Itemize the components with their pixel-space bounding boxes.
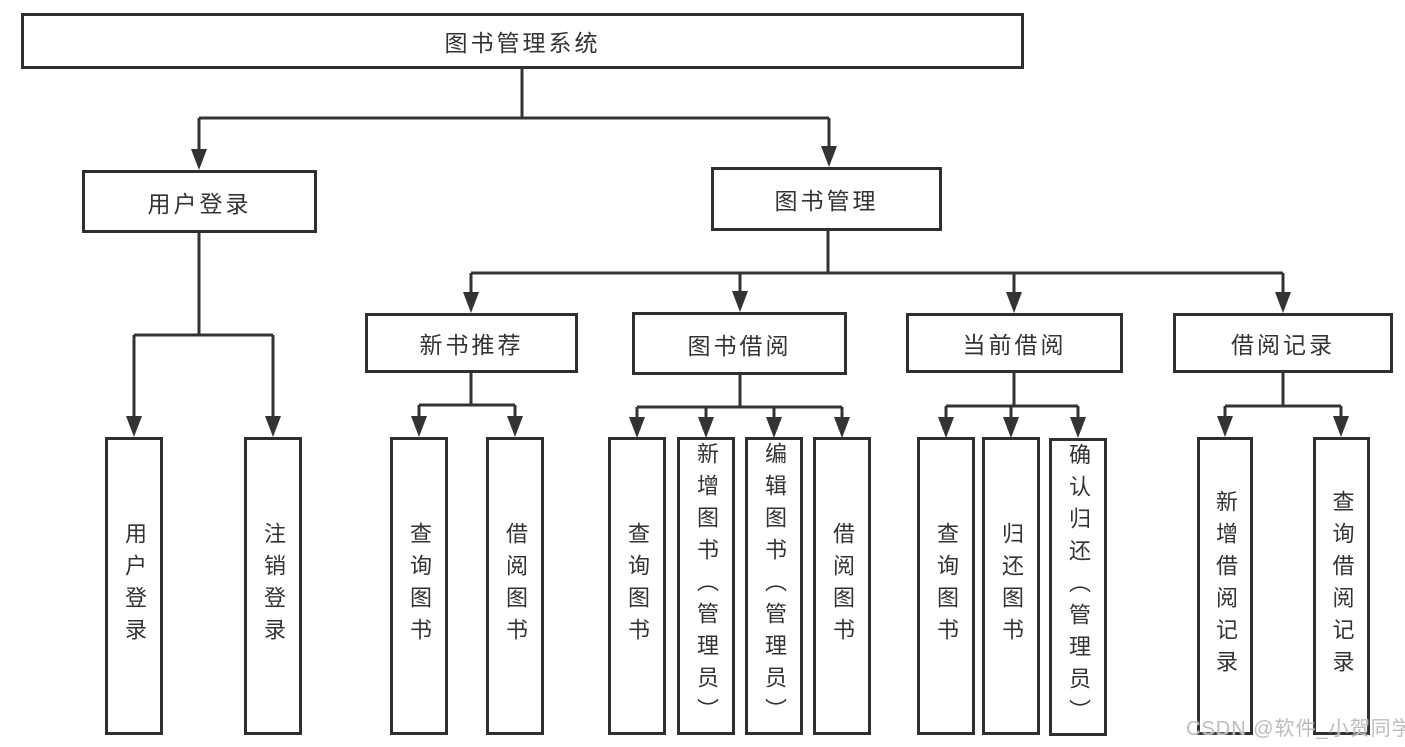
node-label: 用户登录	[147, 190, 252, 217]
node-borrow-records: 借阅记录	[1173, 313, 1393, 373]
arrowhead-cb-query	[938, 417, 954, 438]
arrowhead-book-mgmt	[821, 146, 837, 167]
leaf-user-login: 用户登录	[105, 437, 163, 735]
leaf-confirm-return-admin: 确认归还（管理员）	[1049, 438, 1107, 736]
node-label: 借阅图书	[830, 522, 855, 650]
leaf-query-book: 查询图书	[608, 437, 666, 735]
node-root-system: 图书管理系统	[21, 13, 1024, 69]
arrowhead-bb-borrow	[834, 417, 850, 438]
leaf-borrow-book: 借阅图书	[813, 437, 871, 735]
arrowhead-bb-edit	[766, 417, 782, 438]
arrowhead-new-book	[463, 292, 479, 313]
node-book-borrow: 图书借阅	[632, 312, 847, 375]
leaf-logout: 注销登录	[244, 437, 302, 735]
arrowhead-user-login	[191, 149, 207, 170]
arrowhead-current-borrow	[1006, 292, 1022, 313]
node-label: 确认归还（管理员）	[1066, 443, 1091, 731]
node-label: 新书推荐	[419, 332, 524, 358]
arrowhead-leaf-user-login	[126, 416, 142, 437]
arrowhead-cb-confirm	[1070, 417, 1086, 438]
arrowhead-cb-return	[1003, 417, 1019, 438]
leaf-query-book: 查询图书	[917, 437, 975, 735]
node-book-management: 图书管理	[711, 167, 942, 231]
arrowhead-borrow-record	[1275, 292, 1291, 313]
node-new-book-recommend: 新书推荐	[365, 313, 578, 373]
watermark: CSDN @软件_小贺同学	[1186, 718, 1405, 740]
leaf-return-book: 归还图书	[982, 437, 1040, 735]
arrowhead-bb-query	[629, 417, 645, 438]
arrowhead-bb-add	[698, 417, 714, 438]
leaf-query-borrow-record: 查询借阅记录	[1313, 437, 1370, 735]
leaf-borrow-book: 借阅图书	[486, 437, 544, 735]
arrowhead-nb-query	[411, 416, 427, 437]
leaf-edit-book-admin: 编辑图书（管理员）	[745, 437, 803, 735]
node-label: 图书管理系统	[444, 30, 601, 56]
leaf-add-borrow-record: 新增借阅记录	[1197, 437, 1253, 735]
arrowhead-leaf-logout	[265, 416, 281, 437]
arrowhead-nb-borrow	[507, 416, 523, 437]
node-label: 新增借阅记录	[1213, 490, 1238, 682]
node-label: 图书借阅	[687, 332, 792, 359]
node-label: 查询图书	[934, 522, 959, 650]
node-label: 注销登录	[261, 522, 286, 650]
leaf-add-book-admin: 新增图书（管理员）	[677, 437, 735, 735]
node-label: 编辑图书（管理员）	[762, 442, 787, 730]
node-label: 借阅记录	[1231, 332, 1335, 358]
leaf-query-book: 查询图书	[390, 437, 448, 735]
node-label: 图书管理	[774, 188, 879, 214]
node-label: 查询图书	[407, 522, 432, 650]
node-label: 归还图书	[999, 522, 1024, 650]
node-label: 借阅图书	[503, 522, 528, 650]
node-label: 当前借阅	[962, 332, 1067, 358]
arrowhead-br-add	[1217, 416, 1233, 437]
arrowhead-book-borrow	[732, 291, 748, 312]
node-user-login: 用户登录	[82, 170, 317, 233]
arrowhead-br-query	[1333, 416, 1349, 437]
node-label: 查询图书	[625, 522, 650, 650]
node-label: 查询借阅记录	[1329, 490, 1355, 682]
node-label: 新增图书（管理员）	[694, 442, 719, 730]
node-label: 用户登录	[122, 522, 147, 650]
node-current-borrow: 当前借阅	[906, 313, 1123, 373]
